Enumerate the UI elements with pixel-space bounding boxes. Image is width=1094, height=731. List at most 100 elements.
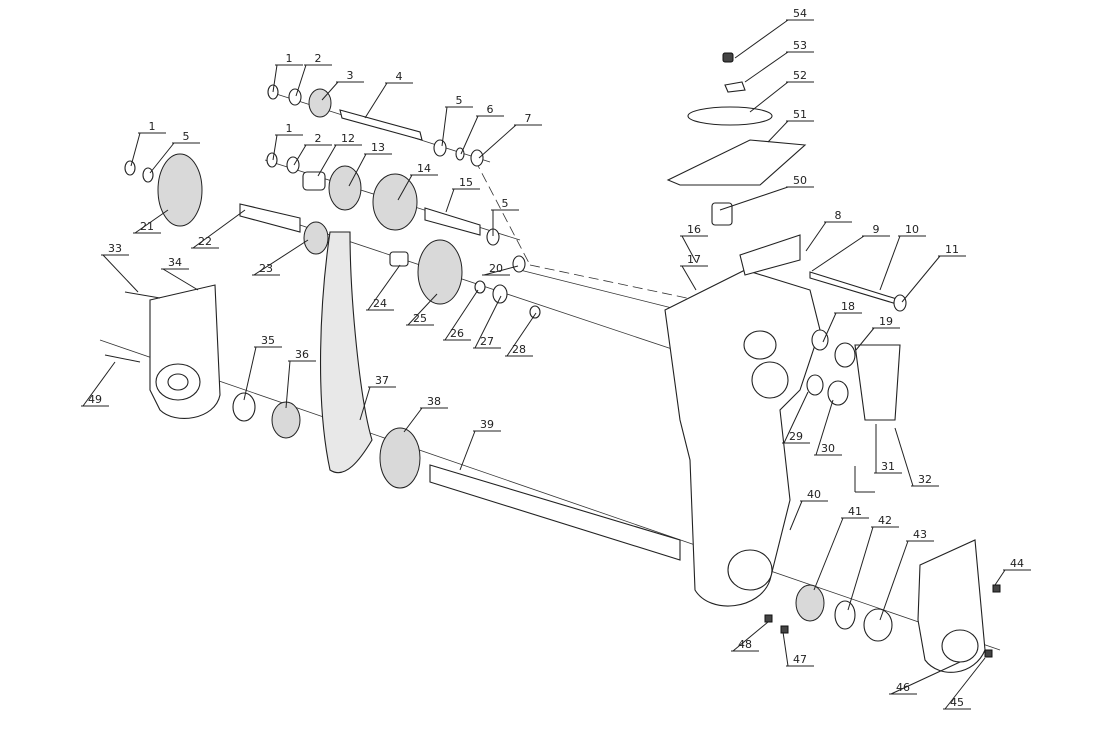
callout-number-22: 22	[198, 235, 212, 248]
callout-number-4: 4	[396, 70, 403, 83]
callout-number-51: 51	[793, 108, 807, 121]
callout-leader	[782, 631, 789, 667]
callout-leader	[744, 51, 789, 83]
callout-number-19: 19	[879, 315, 893, 328]
callout-number-5: 5	[183, 130, 190, 143]
callout-number-36: 36	[295, 348, 309, 361]
callout-leader	[293, 144, 307, 166]
callout-leader	[847, 526, 874, 611]
callout-leader	[483, 265, 519, 276]
callout-leader	[397, 174, 413, 201]
top-cover-group	[666, 52, 807, 226]
left-cover-34	[104, 284, 301, 439]
callout-leader	[285, 360, 291, 409]
callout-number-14: 14	[417, 162, 431, 175]
callout-number-5: 5	[456, 94, 463, 107]
callout-leader	[749, 81, 789, 113]
callout-number-47: 47	[793, 653, 807, 666]
callout-number-24: 24	[373, 297, 387, 310]
output-shaft-group	[379, 427, 681, 561]
callout-number-26: 26	[450, 327, 464, 340]
callout-number-1: 1	[149, 120, 156, 133]
callout-leader	[102, 254, 139, 293]
callout-number-29: 29	[789, 430, 803, 443]
callout-leader	[805, 221, 827, 252]
callout-number-9: 9	[873, 223, 880, 236]
callout-leader	[506, 312, 537, 357]
callout-number-34: 34	[168, 256, 182, 269]
gear-25-part	[417, 239, 463, 305]
callout-leader	[894, 427, 914, 487]
callout-number-12: 12	[341, 132, 355, 145]
sprocket-23-part	[303, 221, 329, 255]
callout-leader	[295, 64, 307, 97]
right-cover-46	[764, 466, 1001, 673]
callout-leader	[445, 188, 455, 213]
callout-number-17: 17	[687, 253, 701, 266]
callout-number-5: 5	[502, 197, 509, 210]
callout-leader	[681, 235, 697, 263]
middle-shaft-group	[266, 152, 500, 246]
callout-number-27: 27	[480, 335, 494, 348]
callout-leader	[192, 209, 246, 249]
callout-number-41: 41	[848, 505, 862, 518]
callout-leader	[815, 399, 834, 456]
chain-37	[319, 231, 373, 474]
callout-number-25: 25	[413, 312, 427, 325]
callout-leader	[719, 186, 789, 211]
callout-leaders	[81, 19, 1031, 710]
callout-number-3: 3	[347, 69, 354, 82]
gear-13-part	[328, 165, 362, 211]
callout-number-21: 21	[140, 220, 154, 233]
callout-number-52: 52	[793, 69, 807, 82]
callout-number-8: 8	[835, 209, 842, 222]
callout-leader	[879, 540, 909, 621]
callout-number-44: 44	[1010, 557, 1024, 570]
callout-leader	[813, 517, 844, 591]
callout-number-37: 37	[375, 374, 389, 387]
upper-shaft-group	[267, 84, 484, 167]
callout-number-23: 23	[259, 262, 273, 275]
callout-number-10: 10	[905, 223, 919, 236]
callout-number-40: 40	[807, 488, 821, 501]
callout-number-43: 43	[913, 528, 927, 541]
callout-number-39: 39	[480, 418, 494, 431]
callout-leader	[243, 346, 257, 401]
callout-number-48: 48	[738, 638, 752, 651]
callout-number-1: 1	[286, 52, 293, 65]
callout-leader	[901, 255, 941, 303]
callout-number-15: 15	[459, 176, 473, 189]
callout-leader	[767, 120, 789, 143]
callout-leader	[149, 142, 175, 174]
callout-leader	[272, 64, 278, 93]
callout-leader	[162, 268, 199, 291]
callout-leader	[407, 293, 438, 326]
callout-leader	[879, 235, 901, 291]
callout-number-46: 46	[896, 681, 910, 694]
callout-leader	[811, 235, 865, 272]
callout-leader	[317, 144, 337, 177]
callout-number-33: 33	[108, 242, 122, 255]
callout-number-31: 31	[881, 460, 895, 473]
callout-number-1: 1	[286, 122, 293, 135]
callout-leader	[441, 106, 448, 147]
callout-leader	[789, 500, 803, 531]
callout-number-28: 28	[512, 343, 526, 356]
callout-leader	[130, 132, 141, 167]
callout-number-16: 16	[687, 223, 701, 236]
callout-number-38: 38	[427, 395, 441, 408]
callout-leader	[364, 82, 388, 119]
callout-number-42: 42	[878, 514, 892, 527]
callout-number-2: 2	[315, 52, 322, 65]
callout-leader	[855, 327, 875, 351]
callout-leader	[822, 312, 837, 343]
callout-leader	[474, 295, 502, 349]
callout-leader	[367, 264, 401, 311]
callout-leader	[944, 657, 986, 710]
callout-leader	[444, 289, 479, 341]
callout-leader	[890, 661, 961, 695]
callout-number-6: 6	[487, 103, 494, 116]
callout-number-32: 32	[918, 473, 932, 486]
